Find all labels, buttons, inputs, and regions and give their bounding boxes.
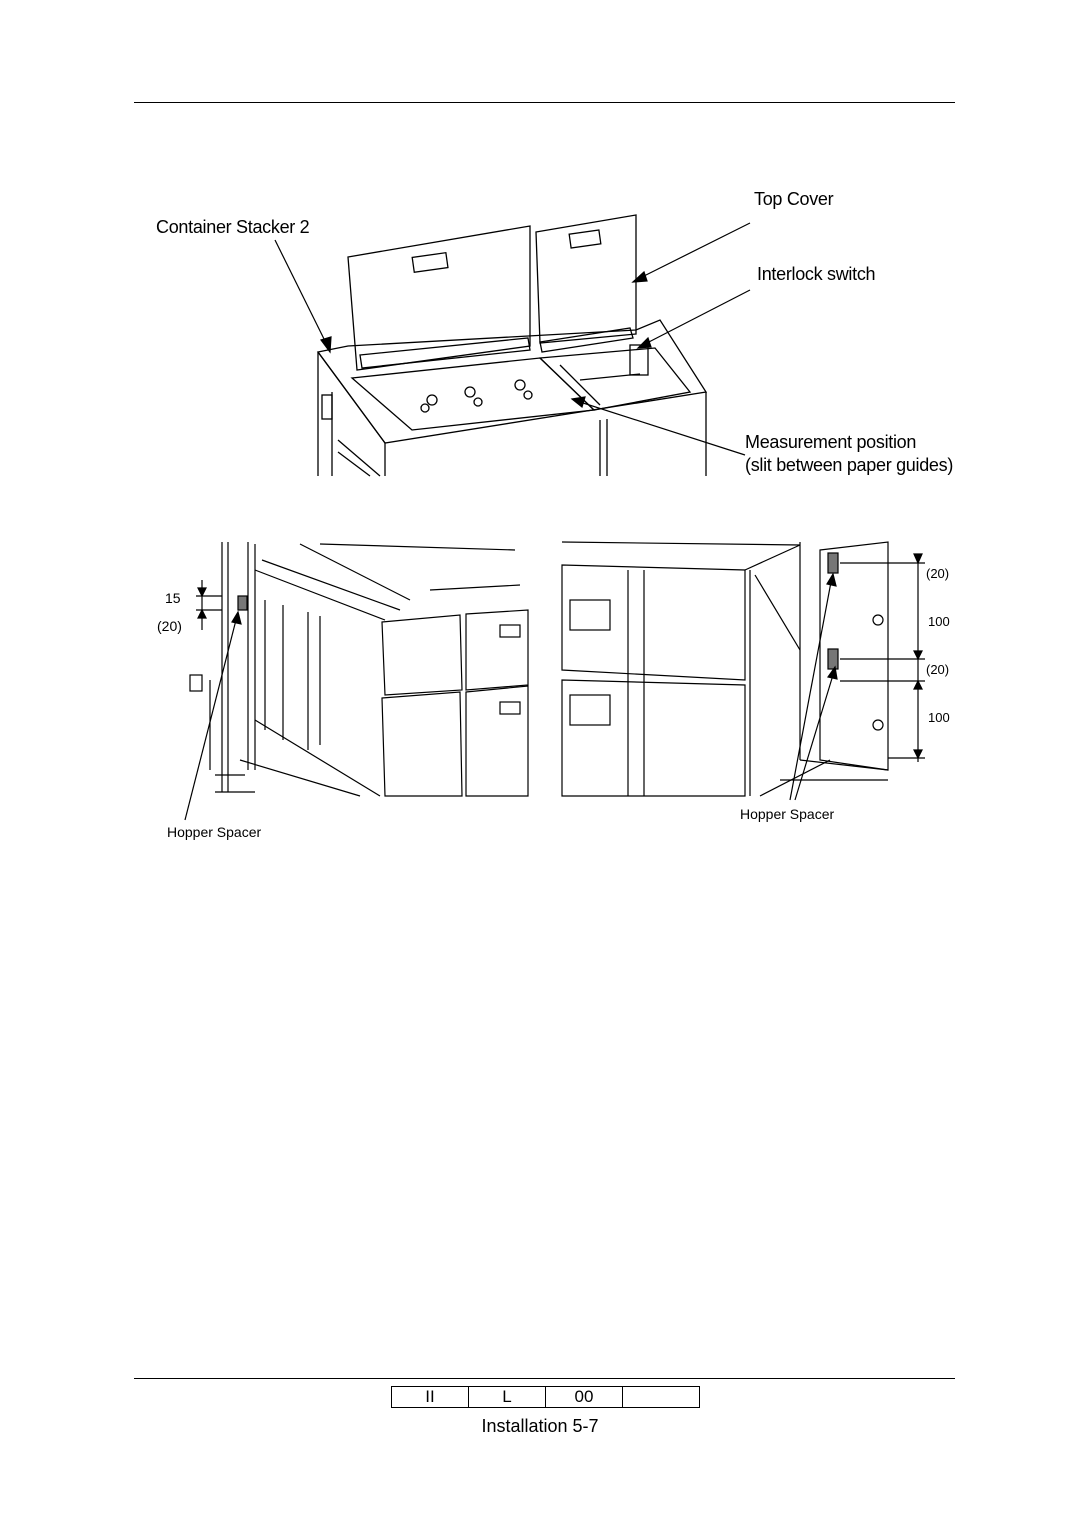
top-cover-label: Top Cover: [754, 189, 834, 209]
page-number: Installation 5-7: [481, 1416, 599, 1436]
footer-rule: [134, 1378, 955, 1379]
revision-cell: [622, 1386, 700, 1408]
revision-cell: L: [468, 1386, 546, 1408]
container-stacker-label: Container Stacker 2: [156, 217, 310, 237]
hopper-right-drawing: [561, 541, 925, 801]
revision-cell: II: [391, 1386, 469, 1408]
hopper-right-figure: (20) 100 (20) 100 Hopper Spacer: [540, 530, 1080, 850]
dim-100b-label: 100: [928, 710, 950, 725]
hopper-spacer-label-right: Hopper Spacer: [740, 806, 835, 822]
dim-100a-label: 100: [928, 614, 950, 629]
interlock-switch-label: Interlock switch: [757, 264, 876, 284]
stacker-top-figure: Container Stacker 2 Top Cover Interlock …: [0, 0, 1080, 500]
hopper-left-drawing: [184, 542, 529, 821]
revision-cell: 00: [545, 1386, 623, 1408]
measurement-position-sublabel: (slit between paper guides): [745, 455, 954, 475]
dim-20a-label: (20): [926, 566, 950, 581]
measurement-position-label: Measurement position: [745, 432, 917, 452]
hopper-left-figure: 15 (20) Hopper Spacer: [0, 530, 540, 850]
stacker-drawing: [274, 214, 751, 477]
dim-20-label: (20): [157, 618, 182, 634]
revision-table: II L 00: [391, 1386, 700, 1408]
hopper-spacer-label-left: Hopper Spacer: [167, 824, 262, 840]
header-rule: [134, 102, 955, 103]
dim-15-label: 15: [165, 590, 181, 606]
dim-20b-label: (20): [926, 662, 950, 677]
